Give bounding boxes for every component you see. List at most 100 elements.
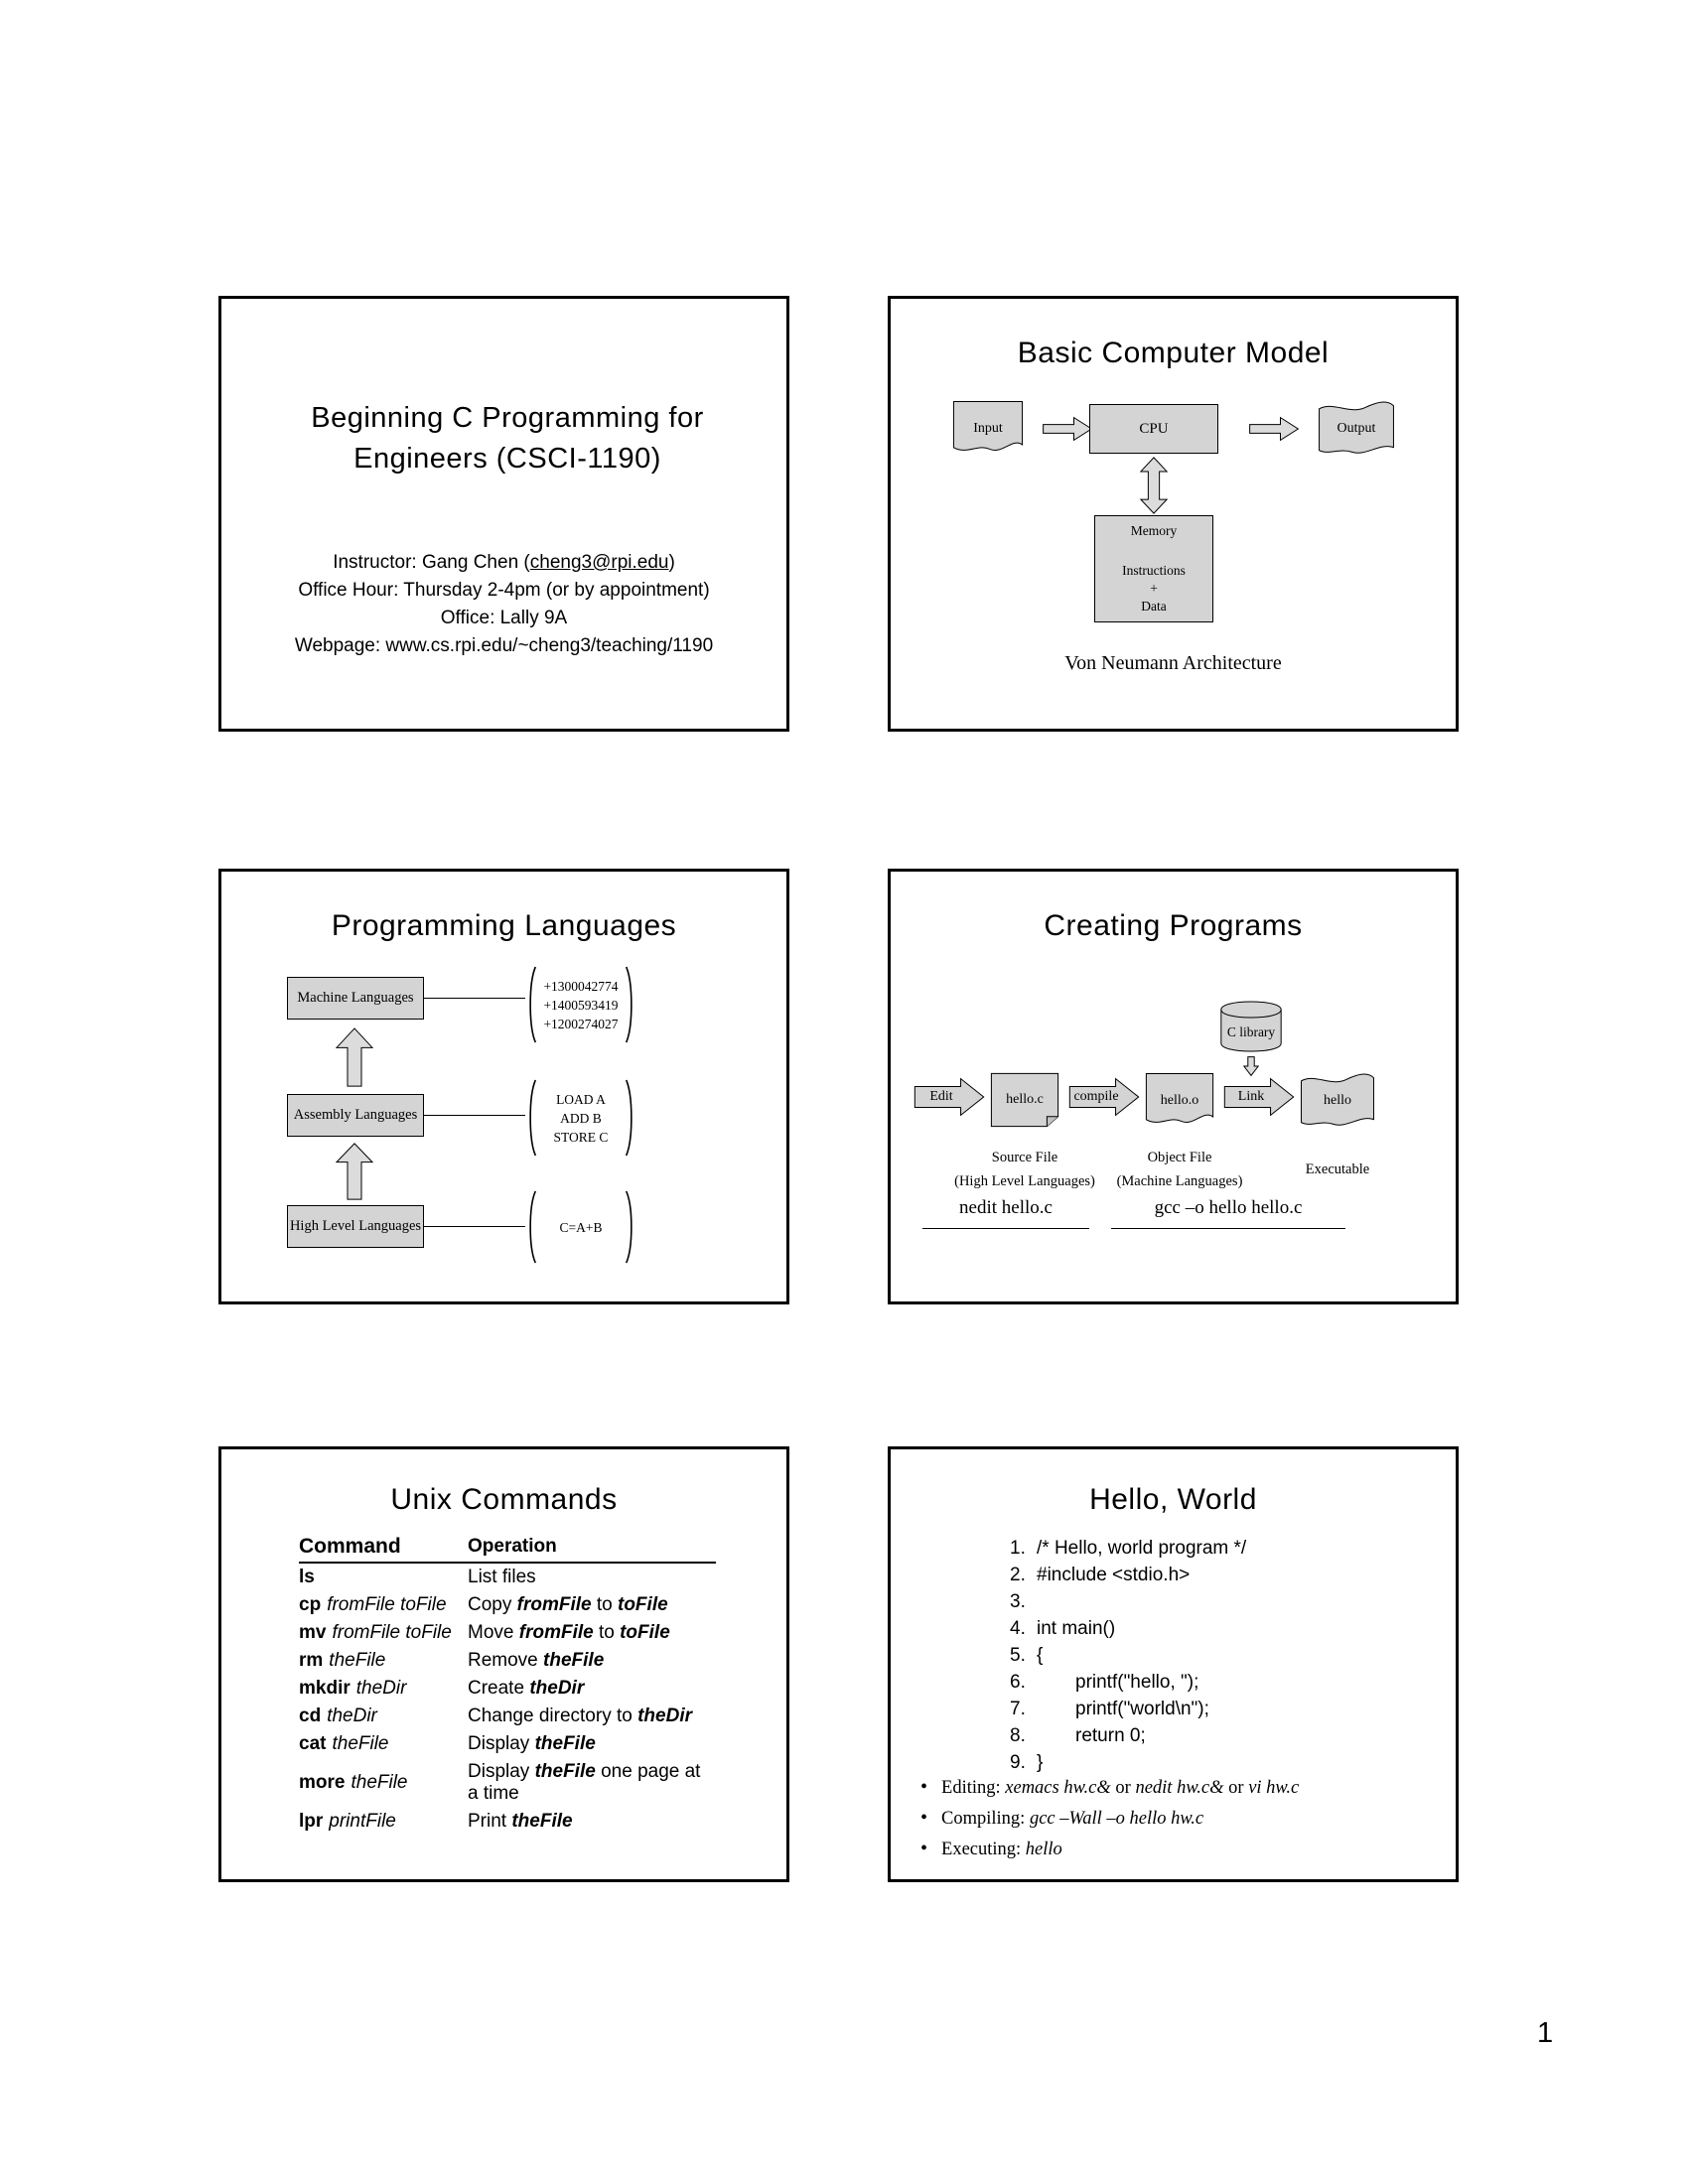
- example-line: +1400593419: [543, 997, 619, 1013]
- slide-title: Hello, World: [1089, 1483, 1257, 1516]
- op-text: to: [591, 1594, 618, 1615]
- op-text: Create: [468, 1678, 530, 1699]
- folded-page-icon: [990, 1072, 1059, 1128]
- command-arg: theDir: [327, 1706, 377, 1726]
- machine-example-lines: +1300042774 +1400593419 +1200274027: [537, 965, 625, 1044]
- cpu-label: CPU: [1139, 420, 1169, 437]
- object-file-subcaption: (Machine Languages): [1116, 1173, 1243, 1189]
- op-placeholder: theFile: [534, 1761, 596, 1782]
- slide-2-basic-computer-model: Basic Computer Model Input CPU Output: [888, 296, 1459, 732]
- arrow-cpu-to-output: [1248, 415, 1300, 443]
- office-hour-line: Office Hour: Thursday 2-4pm (or by appoi…: [298, 580, 710, 601]
- compile-command: gcc –o hello hello.c: [1111, 1197, 1345, 1229]
- example-line: +1300042774: [543, 978, 619, 994]
- memory-content: Memory Instructions + Data: [1122, 522, 1186, 615]
- command: mkdir: [299, 1678, 351, 1699]
- input-node: Input: [952, 400, 1024, 458]
- op-placeholder: theFile: [511, 1811, 573, 1832]
- c-library-label: C library: [1226, 1024, 1276, 1039]
- cpu-memory-link: [1139, 456, 1169, 515]
- example-line: LOAD A: [556, 1091, 606, 1107]
- block-arrow-up-icon: [335, 1142, 374, 1201]
- line-text: printf("world\n");: [1075, 1699, 1209, 1719]
- email-link[interactable]: cheng3@rpi.edu: [529, 552, 669, 573]
- slide-5-unix-commands: Unix Commands Command Operation ls List …: [218, 1446, 789, 1882]
- block-arrow-up-icon: [335, 1026, 374, 1088]
- slide-1-course-title: Beginning C Programming for Engineers (C…: [218, 296, 789, 732]
- code-line: 1./* Hello, world program */: [1010, 1535, 1246, 1562]
- machine-example-bracket: +1300042774 +1400593419 +1200274027: [525, 965, 636, 1044]
- line-text: printf("hello, ");: [1075, 1672, 1199, 1693]
- cpu-box: CPU: [1089, 404, 1218, 454]
- op-text: to: [593, 1622, 621, 1643]
- office-line: Office: Lally 9A: [440, 608, 568, 628]
- memory-box: Memory Instructions + Data: [1094, 515, 1213, 622]
- bullet-command: hello: [1025, 1840, 1062, 1859]
- line-text: #include <stdio.h>: [1037, 1565, 1191, 1585]
- c-library-node: C library: [1218, 1001, 1284, 1052]
- source-file-label: hello.c: [1006, 1092, 1044, 1107]
- bullet-text: Executing:: [941, 1840, 1026, 1859]
- code-line: 7. printf("world\n");: [1010, 1696, 1246, 1722]
- source-file-node: hello.c: [990, 1072, 1059, 1128]
- connector-line: [424, 1226, 525, 1227]
- bullet-text: Compiling:: [941, 1809, 1030, 1829]
- line-number: 7.: [1010, 1699, 1026, 1719]
- line-number: 6.: [1010, 1672, 1026, 1693]
- right-paren-icon: [625, 1078, 636, 1158]
- high-level-example-lines: C=A+B: [537, 1189, 625, 1265]
- instructor-suffix: ): [668, 552, 675, 573]
- op-placeholder: toFile: [618, 1594, 668, 1615]
- command: rm: [299, 1650, 324, 1671]
- op-placeholder: fromFile: [518, 1622, 594, 1643]
- double-arrow-vertical-icon: [1139, 456, 1169, 515]
- edit-command: nedit hello.c: [922, 1197, 1089, 1229]
- command-arg: theFile: [332, 1733, 389, 1754]
- command: cat: [299, 1733, 327, 1754]
- slide-title: Programming Languages: [331, 909, 677, 942]
- executing-bullet: Executing: hello: [920, 1839, 1442, 1860]
- command-arg: theDir: [355, 1678, 407, 1699]
- command-arg: printFile: [329, 1811, 396, 1832]
- arrow-highlevel-to-assembly: [335, 1142, 374, 1201]
- left-paren-icon: [525, 1078, 537, 1158]
- object-file-node: hello.o: [1145, 1072, 1214, 1130]
- executable-label: hello: [1324, 1093, 1351, 1108]
- course-title: Beginning C Programming for Engineers (C…: [311, 402, 704, 475]
- executable-node: hello: [1300, 1070, 1375, 1132]
- table-header-row: Command Operation: [299, 1535, 716, 1564]
- source-file-subcaption: (High Level Languages): [954, 1173, 1095, 1189]
- cylinder-icon: [1218, 1001, 1284, 1052]
- line-text: int main(): [1037, 1618, 1116, 1639]
- block-arrow-right-icon: [913, 1076, 986, 1118]
- code-line: 9.}: [1010, 1749, 1246, 1776]
- op-placeholder: toFile: [620, 1622, 670, 1643]
- output-label: Output: [1336, 421, 1376, 436]
- link-label: Link: [1237, 1089, 1265, 1104]
- assembly-languages-box: Assembly Languages: [287, 1094, 424, 1137]
- arrow-input-to-cpu: [1042, 415, 1093, 443]
- assembly-example-lines: LOAD A ADD B STORE C: [537, 1078, 625, 1158]
- instructor-line: Instructor: Gang Chen (cheng3@rpi.edu): [231, 549, 776, 577]
- code-line: 6. printf("hello, ");: [1010, 1669, 1246, 1696]
- command-arg: theFile: [329, 1650, 386, 1671]
- bullet-command: nedit hw.c&: [1135, 1778, 1224, 1798]
- memory-line: Instructions: [1122, 563, 1186, 578]
- right-paren-icon: [625, 965, 636, 1044]
- bullet-text: or: [1110, 1778, 1136, 1798]
- op-text: Copy: [468, 1594, 517, 1615]
- compiling-bullet: Compiling: gcc –Wall –o hello hw.c: [920, 1808, 1442, 1830]
- op-text: Remove: [468, 1650, 544, 1671]
- edit-label: Edit: [929, 1089, 953, 1104]
- slide-6-hello-world: Hello, World 1./* Hello, world program *…: [888, 1446, 1459, 1882]
- bullet-text: Editing:: [941, 1778, 1006, 1798]
- right-paren-icon: [625, 1189, 636, 1265]
- op-text: Print: [468, 1811, 512, 1832]
- memory-title: Memory: [1130, 523, 1178, 538]
- op-placeholder: theFile: [543, 1650, 605, 1671]
- op-text: Change directory to: [468, 1706, 638, 1726]
